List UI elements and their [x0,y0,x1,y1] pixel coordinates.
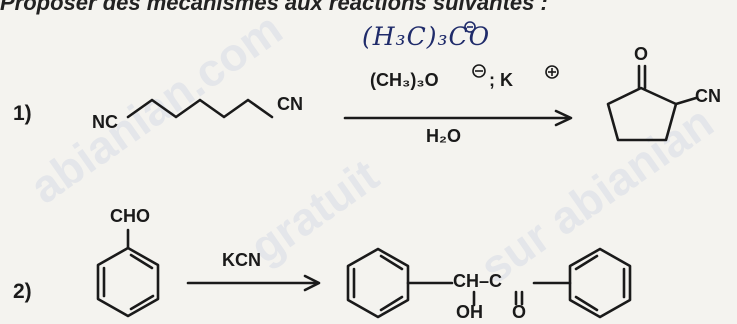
benzaldehyde-cho-group: CHO [110,206,150,226]
benzoin-oh-group: OH [456,302,483,322]
product1-nitrile-group: CN [695,86,721,106]
handwritten-charge-symbol [464,21,476,33]
benzoin-main-chain: CH–C [453,271,503,291]
right-ring-double-3 [574,295,599,312]
cation-charge-symbol [545,65,559,79]
cyclopentanone-ring [606,86,678,142]
reactant1-right-group: CN [277,94,303,114]
anion-charge-symbol [472,64,486,78]
reactant1-left-group: NC [92,112,118,132]
arrow1-head [554,109,573,127]
reaction2-reagent: KCN [222,250,261,270]
product1-carbonyl-o: O [634,44,649,64]
reaction1-reagent: (CH₃)₃O [370,70,439,90]
arrow2-head [303,274,321,292]
benzoin-right-ring [568,247,632,319]
reaction1-condition: H₂O [426,126,461,146]
right-ring-double-2 [574,254,599,271]
reaction2-number: 2) [13,280,32,303]
page-header: Proposer des mécanismes aux réactions su… [0,0,548,15]
handwritten-reagent: (H₃C)₃CO [362,22,491,51]
benzoin-left-ring [346,247,410,319]
benzoin-carbonyl-o: O [512,302,527,322]
benzaldehyde-double-2 [129,294,155,311]
reaction1-number: 1) [13,102,32,125]
reactant1-chain [126,98,274,119]
left-ring-double-3 [379,295,404,312]
benzaldehyde-ring [96,246,160,318]
left-ring-double-2 [379,254,404,271]
nitrile-bond [674,96,698,106]
benzaldehyde-double-3 [129,253,154,270]
reaction1-reagent-suffix: ; K [489,70,513,90]
